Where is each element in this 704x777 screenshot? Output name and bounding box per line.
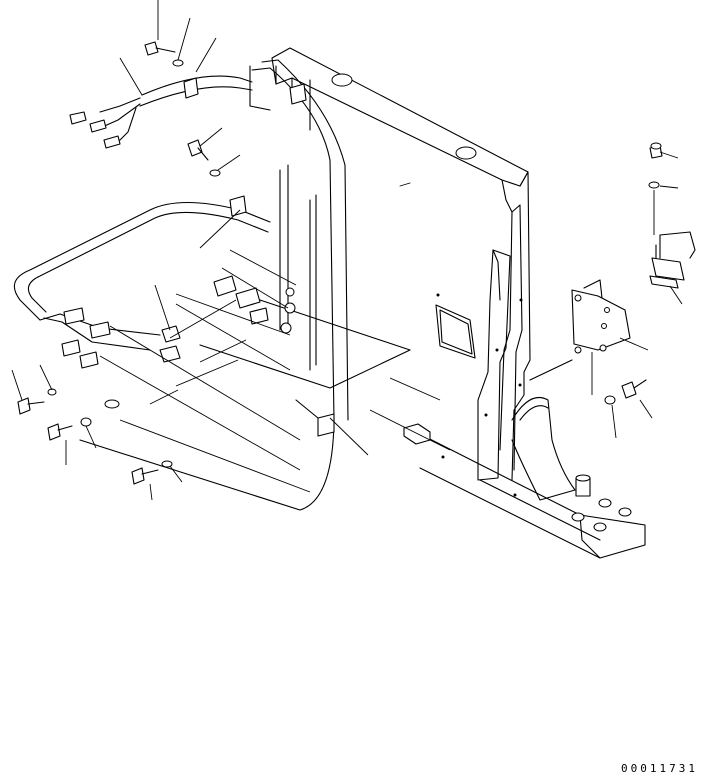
drawing-number: 00011731 xyxy=(621,762,698,775)
washer xyxy=(172,59,184,67)
vertical-tube xyxy=(79,59,411,511)
bolt xyxy=(144,41,176,56)
washer xyxy=(80,417,92,427)
relay xyxy=(648,142,696,289)
bolt xyxy=(47,423,73,441)
bolt xyxy=(131,467,159,485)
bolt xyxy=(187,139,209,161)
washer xyxy=(604,395,616,405)
fasteners xyxy=(17,41,647,485)
frame-assembly xyxy=(271,47,646,559)
wiring-harness-upper xyxy=(69,75,307,149)
washer xyxy=(104,399,120,409)
relay-bracket xyxy=(529,279,631,381)
washer xyxy=(209,169,221,177)
washer xyxy=(161,460,173,468)
bolt xyxy=(17,397,45,415)
wiring-harness-loop xyxy=(13,195,296,369)
bolt xyxy=(621,379,647,399)
leader-lines xyxy=(11,0,683,501)
